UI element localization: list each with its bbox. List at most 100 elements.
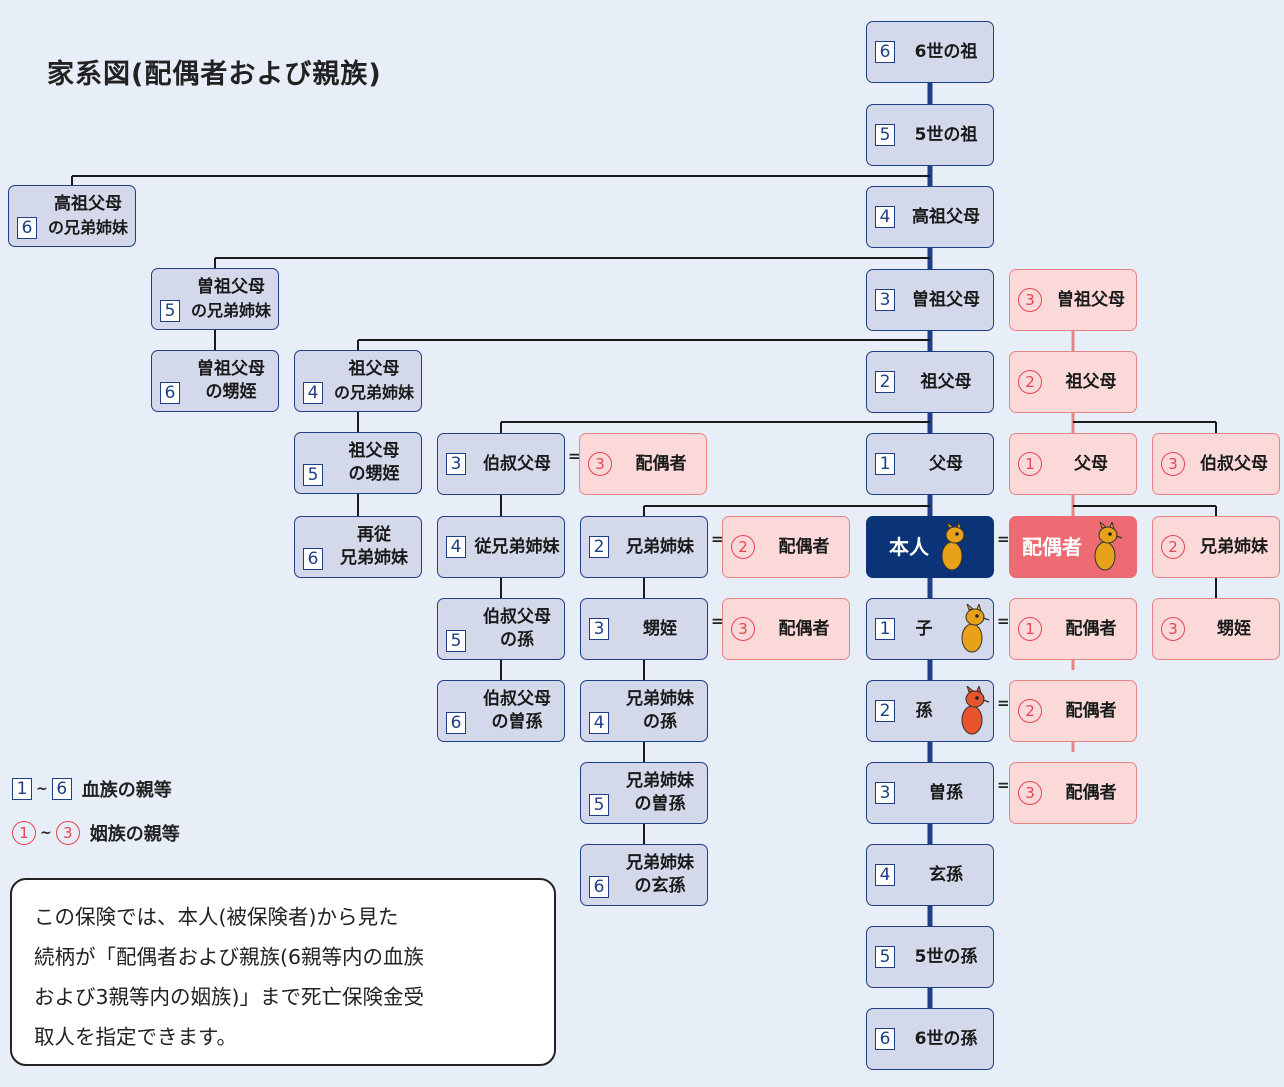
blood-degree-badge: 3	[875, 782, 895, 804]
node-label-group: 祖父母	[1046, 371, 1136, 394]
node-label-group: 伯叔父母	[1189, 453, 1279, 476]
legend-text: 血族の親等	[81, 780, 172, 801]
node-label: 曽祖父母	[1057, 289, 1125, 310]
blood-degree-badge: 2	[589, 536, 609, 558]
node-label: 曽祖父母	[197, 277, 265, 297]
equals-sign: =	[711, 612, 724, 630]
node-label: 子	[915, 618, 933, 639]
node-label-group: 兄弟姉妹	[1189, 536, 1279, 559]
node-label: 伯叔父母	[1200, 453, 1268, 474]
node-label: 祖父母	[920, 371, 972, 392]
kangaroo-mascot-icon	[941, 522, 970, 571]
node-label-group: 子	[899, 618, 949, 641]
node-label-group: 曽祖父母	[1046, 289, 1136, 312]
node-label-group: 配偶者	[1046, 700, 1136, 723]
node-label: 父母	[1074, 453, 1108, 474]
inlaw-degree-badge: 3	[588, 452, 612, 476]
node-label-group: 甥姪	[613, 618, 707, 641]
node-label: 祖父母	[348, 359, 400, 379]
page-title: 家系図(配偶者および親族)	[47, 59, 382, 90]
node-label: 配偶者	[778, 618, 830, 639]
kangaroo-joey-icon	[961, 604, 990, 653]
node-label-group: 孫	[899, 700, 949, 723]
blood-degree-badge: 2	[875, 371, 895, 393]
blood-degree-badge: 6	[589, 876, 609, 898]
node-label-group: 配偶者	[759, 618, 849, 641]
node-label-group: 兄弟姉妹の孫	[613, 688, 707, 734]
blood-degree-badge: 5	[446, 630, 466, 652]
node-label-group: 6世の孫	[899, 1028, 993, 1051]
node-label: 父母	[929, 453, 963, 474]
legend-separator: ~	[36, 781, 48, 797]
node-label: 兄弟姉妹	[340, 548, 408, 568]
blood-degree-badge: 2	[875, 700, 895, 722]
node-label: 兄弟姉妹	[626, 689, 694, 709]
blood-degree-badge: 4	[875, 206, 895, 228]
node-label: 高祖父母	[912, 206, 980, 227]
blood-degree-badge: 1	[875, 453, 895, 475]
node-label: 兄弟姉妹	[1200, 536, 1268, 557]
blood-degree-badge: 6	[51, 778, 72, 800]
node-label: 伯叔父母	[483, 689, 551, 709]
node-label-group: 従兄弟姉妹	[470, 536, 564, 559]
note-line: および3親等内の姻族)」まで死亡保険金受	[34, 985, 425, 1009]
blood-degree-badge: 6	[875, 41, 895, 63]
node-label-group: 曽祖父母	[899, 289, 993, 312]
node-label: 曽祖父母	[912, 289, 980, 310]
node-label: の兄弟姉妹	[47, 218, 128, 237]
node-label-group: 5世の祖	[899, 124, 993, 147]
node-sp-uncle: 3 伯叔父母	[1152, 433, 1280, 495]
blood-degree-badge: 6	[446, 712, 466, 734]
node-label-group: 祖父母の兄弟姉妹	[327, 358, 421, 404]
node-label-group: 玄孫	[899, 864, 993, 887]
node-label-group: 祖父母の甥姪	[327, 440, 421, 486]
equals-sign: =	[997, 530, 1010, 548]
blood-degree-badge: 6	[17, 217, 37, 239]
node-label: の甥姪	[205, 382, 257, 402]
equals-sign: =	[997, 776, 1010, 794]
equals-sign: =	[997, 694, 1010, 712]
node-label: 5世の祖	[914, 124, 978, 145]
node-label: 兄弟姉妹	[626, 536, 694, 557]
blood-degree-badge: 5	[160, 300, 180, 322]
inlaw-degree-badge: 3	[1161, 452, 1185, 476]
node-label: 高祖父母	[54, 194, 122, 214]
node-label: の兄弟姉妹	[190, 301, 271, 320]
blood-degree-badge: 4	[875, 864, 895, 886]
node-label-group: 伯叔父母の孫	[470, 606, 564, 652]
node-label-group: 配偶者	[1046, 618, 1136, 641]
node-label: 配偶者	[1022, 534, 1082, 559]
node-label-group: 兄弟姉妹	[613, 536, 707, 559]
legend-text: 姻族の親等	[89, 824, 180, 845]
node-label: 兄弟姉妹	[626, 771, 694, 791]
node-label: 6世の孫	[914, 1028, 978, 1049]
blood-degree-badge: 4	[589, 712, 609, 734]
node-label: の玄孫	[634, 876, 686, 896]
blood-degree-badge: 5	[303, 464, 323, 486]
inlaw-degree-badge: 3	[55, 821, 80, 845]
blood-degree-badge: 5	[875, 946, 895, 968]
node-label-group: 伯叔父母	[470, 453, 564, 476]
inlaw-degree-badge: 1	[1018, 617, 1042, 641]
node-label: 甥姪	[1217, 618, 1251, 639]
node-label: 曽祖父母	[197, 359, 265, 379]
node-label-group: 兄弟姉妹の曽孫	[613, 770, 707, 816]
